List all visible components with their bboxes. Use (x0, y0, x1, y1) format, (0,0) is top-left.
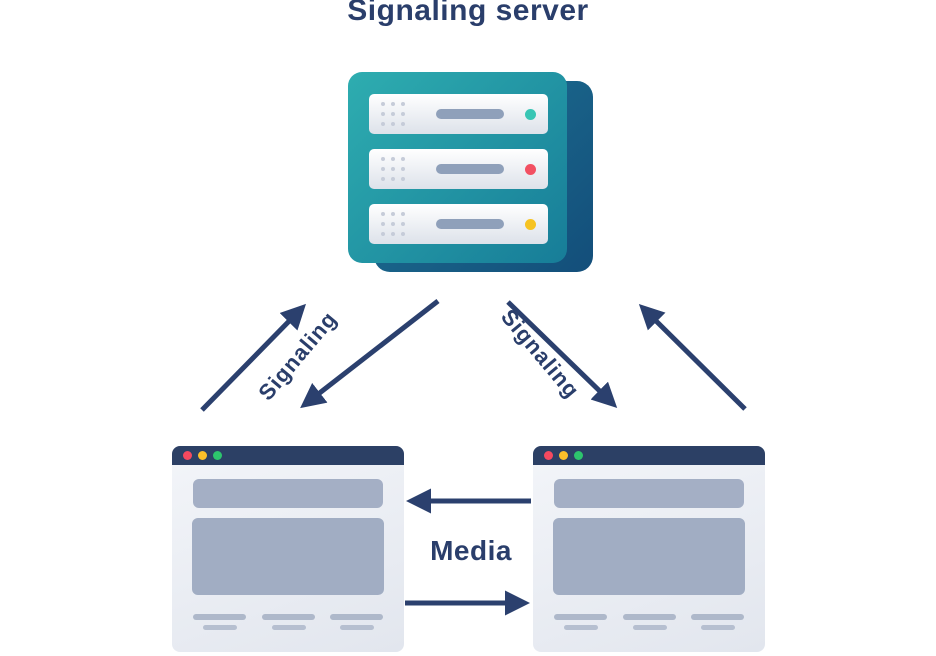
drive-slot (436, 164, 504, 174)
signaling-arrow-right-up (638, 303, 747, 411)
vent-dots-icon (381, 102, 405, 126)
close-dot-icon (183, 451, 192, 460)
vent-dots-icon (381, 157, 405, 181)
minimize-dot-icon (198, 451, 207, 460)
vent-dots-icon (381, 212, 405, 236)
close-dot-icon (544, 451, 553, 460)
maximize-dot-icon (574, 451, 583, 460)
drive-slot (436, 219, 504, 229)
peer-browser-right (533, 446, 765, 652)
media-label: Media (430, 535, 512, 566)
yellow-led-icon (525, 218, 536, 230)
page-title: Signaling server (347, 0, 589, 27)
server-rack-unit (369, 94, 548, 134)
page-header-placeholder (554, 479, 744, 508)
signaling-label-left: Signaling (253, 306, 342, 406)
text-column (193, 614, 246, 630)
text-column (691, 614, 744, 630)
teal-led-icon (525, 108, 536, 120)
text-column (554, 614, 607, 630)
content-block-placeholder (192, 518, 384, 595)
signaling-label-right: Signaling (496, 304, 585, 404)
browser-titlebar (533, 446, 765, 465)
server-rack-unit (369, 149, 548, 189)
text-column (622, 614, 676, 630)
content-block-placeholder (553, 518, 745, 595)
text-columns-placeholder (193, 614, 383, 630)
peer-browser-left (172, 446, 404, 652)
browser-titlebar (172, 446, 404, 465)
red-led-icon (525, 163, 536, 175)
text-columns-placeholder (554, 614, 744, 630)
text-column (261, 614, 315, 630)
server-rack-unit (369, 204, 548, 244)
minimize-dot-icon (559, 451, 568, 460)
signaling-server-illustration (348, 72, 567, 263)
drive-slot (436, 109, 504, 119)
text-column (330, 614, 383, 630)
maximize-dot-icon (213, 451, 222, 460)
page-header-placeholder (193, 479, 383, 508)
